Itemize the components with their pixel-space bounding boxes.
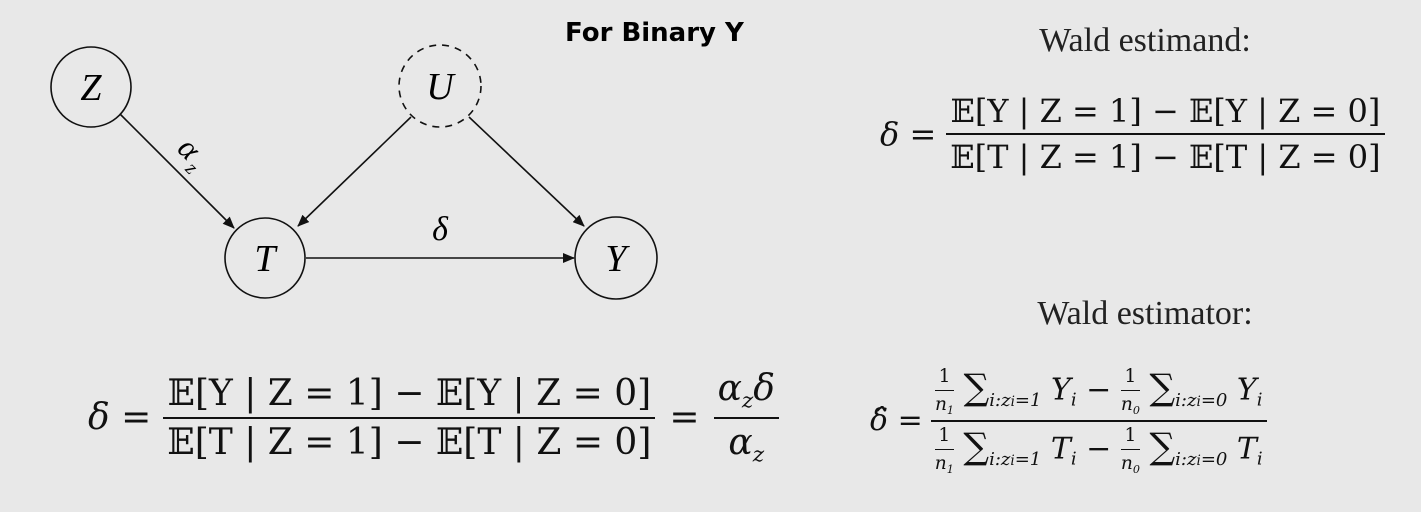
node-y (574, 216, 658, 300)
edge-label-alpha-z: α z (171, 129, 209, 178)
estimand-denominator: 𝔼[T | Z = 1] − 𝔼[T | Z = 0] (950, 138, 1381, 176)
bottom-equals: = (669, 397, 700, 439)
svg-text:α: α (171, 129, 209, 167)
node-z (50, 46, 132, 128)
node-t-label: T (254, 238, 278, 280)
node-u-label: U (426, 66, 456, 108)
estimand-numerator: 𝔼[Y | Z = 1] − 𝔼[Y | Z = 0] (950, 92, 1381, 130)
edge-z-to-t (119, 113, 235, 229)
bottom-lhs: δ = (88, 397, 152, 439)
edge-label-delta: δ (432, 211, 449, 248)
bottom-numerator: 𝔼[Y | Z = 1] − 𝔼[Y | Z = 0] (167, 372, 652, 414)
estimand-lhs: δ = (880, 115, 937, 153)
edge-u-to-t (297, 116, 412, 227)
estimator-lhs: δ̂ = (870, 403, 923, 439)
bottom-denominator: 𝔼[T | Z = 1] − 𝔼[T | Z = 0] (167, 421, 652, 463)
bottom-formula: δ = 𝔼[Y | Z = 1] − 𝔼[Y | Z = 0] 𝔼[T | Z … (88, 368, 779, 467)
node-y-label: Y (605, 238, 630, 280)
bottom-ratio: αzδ αz (713, 368, 779, 467)
estimand-title: Wald estimand: (1039, 22, 1251, 59)
node-z-label: Z (80, 67, 102, 109)
estimand-formula: δ = 𝔼[Y | Z = 1] − 𝔼[Y | Z = 0] 𝔼[T | Z … (880, 92, 1385, 176)
causal-diagram: Z U T Y α z δ (50, 44, 658, 300)
heading-for-binary-y: For Binary Y (565, 18, 744, 48)
node-t (224, 217, 306, 299)
node-u (398, 44, 482, 128)
edge-u-to-y (468, 116, 585, 227)
estimator-title: Wald estimator: (1037, 295, 1253, 332)
